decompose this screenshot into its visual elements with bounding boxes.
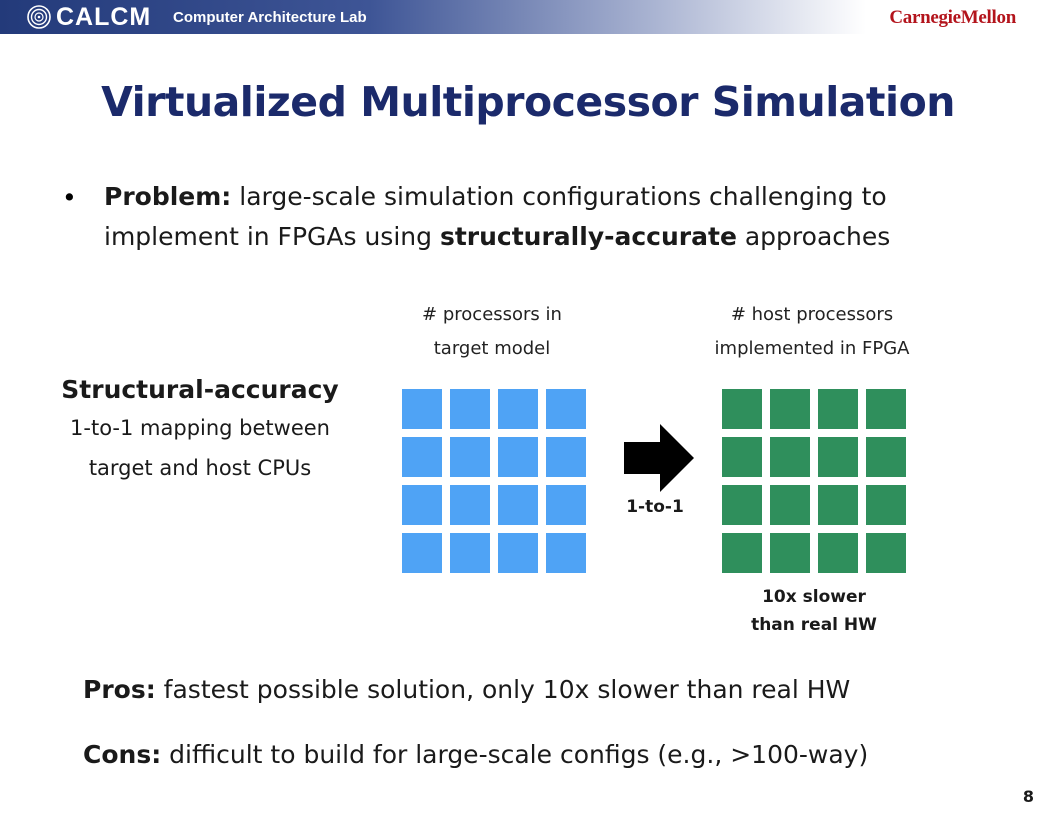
host-processor-cell (722, 485, 762, 525)
problem-emphasis: structurally-accurate (439, 222, 737, 251)
host-processor-cell (722, 533, 762, 573)
target-processor-cell (498, 533, 538, 573)
cons-text: difficult to build for large-scale confi… (169, 740, 869, 769)
host-processor-cell (866, 485, 906, 525)
mapping-label: 1-to-1 (626, 497, 684, 517)
target-processor-cell (546, 437, 586, 477)
host-processor-cell (818, 485, 858, 525)
target-processor-cell (546, 485, 586, 525)
problem-text-part2: approaches (744, 222, 891, 251)
pros-statement: Pros: fastest possible solution, only 10… (83, 670, 850, 710)
host-caption-line2: implemented in FPGA (714, 338, 910, 359)
host-processor-cell (818, 437, 858, 477)
host-processor-cell (818, 389, 858, 429)
target-processor-cell (402, 533, 442, 573)
cons-statement: Cons: difficult to build for large-scale… (83, 735, 868, 775)
slowdown-line2: than real HW (751, 615, 877, 635)
target-processor-cell (402, 389, 442, 429)
target-processor-grid (402, 389, 586, 573)
header-bar: CALCM Computer Architecture Lab Carnegie… (0, 0, 1056, 34)
pros-text: fastest possible solution, only 10x slow… (163, 675, 851, 704)
host-caption: # host processors implemented in FPGA (672, 298, 952, 366)
target-caption: # processors in target model (392, 298, 592, 366)
pros-label: Pros: (83, 675, 156, 704)
problem-text-part1: large-scale simulation configurations ch… (104, 182, 887, 251)
host-processor-cell (866, 389, 906, 429)
target-processor-cell (402, 437, 442, 477)
target-processor-cell (450, 485, 490, 525)
host-processor-cell (722, 437, 762, 477)
host-processor-cell (818, 533, 858, 573)
host-processor-grid (722, 389, 906, 573)
host-processor-cell (722, 389, 762, 429)
structural-heading: Structural-accuracy (61, 375, 339, 404)
slide-title: Virtualized Multiprocessor Simulation (101, 78, 955, 126)
target-processor-cell (498, 485, 538, 525)
structural-accuracy-block: Structural-accuracy 1-to-1 mapping betwe… (30, 372, 370, 488)
host-processor-cell (770, 389, 810, 429)
target-processor-cell (450, 389, 490, 429)
target-processor-cell (498, 437, 538, 477)
target-processor-cell (546, 389, 586, 429)
right-arrow-icon (624, 424, 694, 492)
page-number: 8 (1022, 787, 1034, 806)
target-processor-cell (402, 485, 442, 525)
host-processor-cell (770, 533, 810, 573)
target-caption-line1: # processors in (422, 304, 562, 325)
structural-description: 1-to-1 mapping between target and host C… (70, 416, 330, 480)
university-logo-text: CarnegieMellon (889, 7, 1016, 28)
host-processor-cell (866, 437, 906, 477)
cons-label: Cons: (83, 740, 162, 769)
host-processor-cell (770, 437, 810, 477)
calcm-logo-icon (27, 5, 51, 29)
slowdown-label: 10x slower than real HW (722, 583, 906, 639)
problem-label: Problem: (104, 182, 232, 211)
bullet-marker: • (62, 183, 77, 212)
problem-statement: Problem: large-scale simulation configur… (104, 177, 1024, 257)
target-processor-cell (450, 437, 490, 477)
logo-text: CALCM (56, 3, 152, 31)
target-processor-cell (450, 533, 490, 573)
target-processor-cell (498, 389, 538, 429)
host-processor-cell (866, 533, 906, 573)
target-caption-line2: target model (433, 338, 551, 359)
target-processor-cell (546, 533, 586, 573)
slowdown-line1: 10x slower (762, 587, 866, 607)
host-processor-cell (770, 485, 810, 525)
lab-name: Computer Architecture Lab (173, 9, 367, 26)
host-caption-line1: # host processors (730, 304, 894, 325)
